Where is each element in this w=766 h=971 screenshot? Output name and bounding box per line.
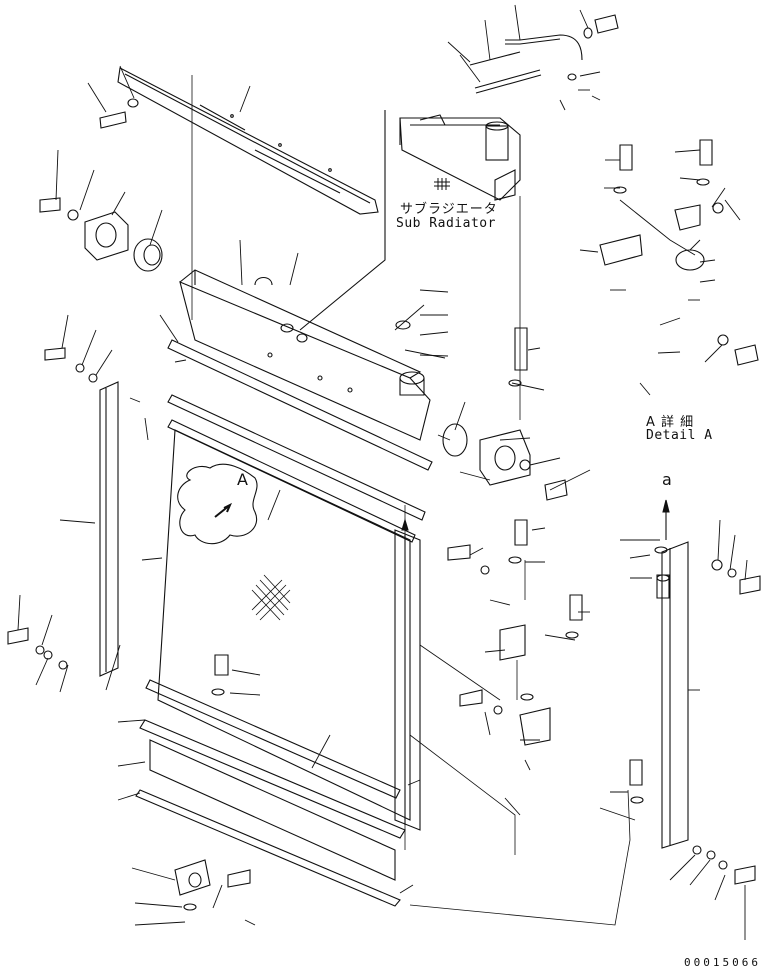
core-mesh-hatch	[251, 574, 291, 621]
view-letter-lower: a	[662, 470, 672, 489]
right-side-plate	[661, 541, 689, 849]
direction-arrow-core	[401, 518, 409, 531]
bolts	[7, 14, 761, 888]
radiator-core	[149, 429, 421, 881]
gasket-strips	[135, 339, 433, 907]
assembly-guide-lines	[191, 75, 631, 926]
upper-header-tank	[179, 269, 431, 441]
leader-lines	[17, 4, 748, 940]
drawing-number: 00015066	[684, 956, 761, 969]
top-rail-bracket	[117, 67, 379, 215]
mount-bracket-right	[442, 204, 705, 486]
direction-arrow-right	[662, 499, 670, 513]
detail-a-label-jp: A 詳 細	[646, 415, 695, 430]
sub-radiator-label-en: Sub Radiator	[396, 216, 496, 231]
sub-radiator	[399, 34, 583, 201]
detail-a-callout	[177, 463, 258, 545]
view-letter-upper: A	[237, 470, 248, 489]
left-shroud-block	[84, 211, 163, 272]
washers	[35, 27, 737, 911]
sub-radiator-mesh-symbol	[434, 178, 450, 190]
detail-a-arrow	[214, 502, 232, 518]
lower-brackets	[174, 624, 551, 896]
detail-a-label-en: Detail A	[646, 428, 713, 443]
sub-radiator-label-jp: サブラジエータ	[400, 202, 498, 217]
left-side-plate	[99, 381, 119, 677]
